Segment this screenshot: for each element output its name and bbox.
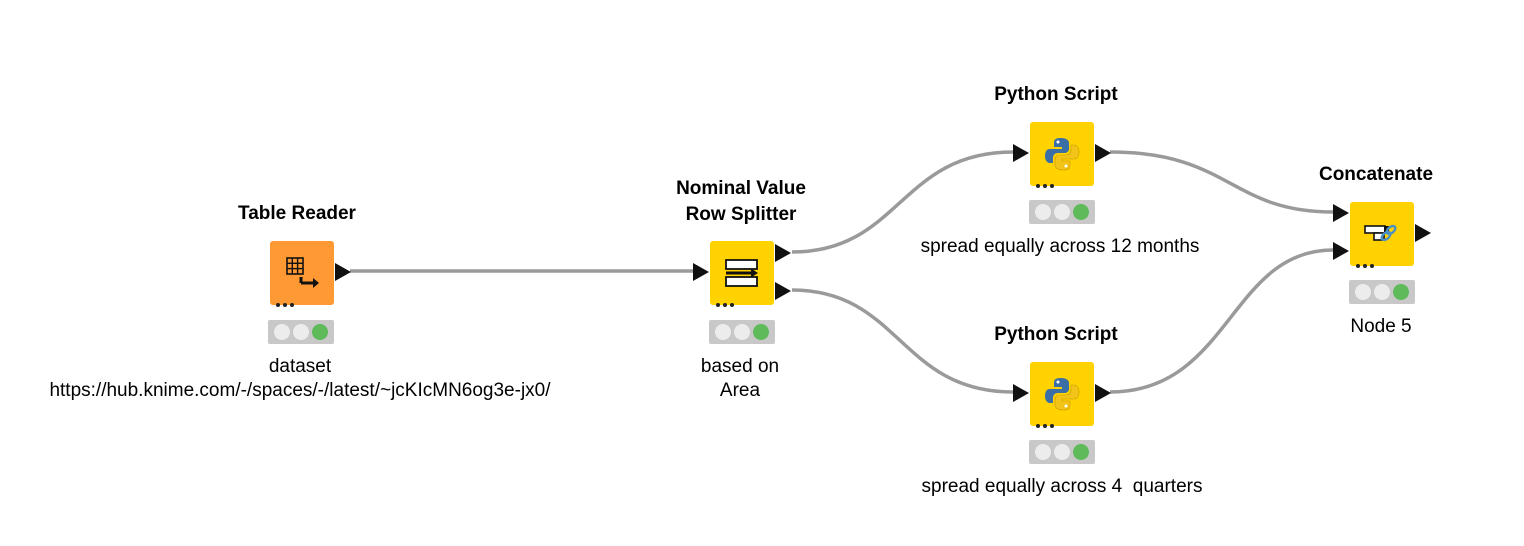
connection-python-2-to-concatenate[interactable]	[1109, 248, 1334, 394]
output-port-python-script-1[interactable]	[1095, 144, 1111, 162]
status-python-script-2	[1029, 440, 1095, 464]
node-label-python-script-2: spread equally across 4 quarters	[921, 476, 1203, 497]
input-port-concatenate-top[interactable]	[1333, 204, 1349, 222]
input-port-python-script-2[interactable]	[1013, 384, 1029, 402]
node-label-python-script-1: spread equally across 12 months	[920, 236, 1200, 257]
node-title-table-reader: Table Reader	[238, 203, 356, 224]
status-row-splitter	[709, 320, 775, 344]
node-title-python-script-1: Python Script	[994, 84, 1118, 105]
node-menu-dots[interactable]	[716, 294, 740, 307]
node-title-row-splitter: Nominal Value Row Splitter	[676, 178, 806, 225]
node-menu-dots[interactable]	[276, 294, 300, 307]
connection-python-1-to-concatenate[interactable]	[1109, 150, 1334, 214]
node-menu-dots[interactable]	[1036, 415, 1060, 428]
node-menu-dots[interactable]	[1356, 255, 1380, 268]
concatenate-icon	[1364, 224, 1397, 242]
output-port-table-reader[interactable]	[335, 263, 351, 281]
status-python-script-1	[1029, 200, 1095, 224]
connection-splitter-to-python-2[interactable]	[791, 288, 1014, 394]
python-icon	[1045, 138, 1080, 171]
node-label-row-splitter: based on Area	[700, 356, 780, 401]
node-python-script-1[interactable]	[1030, 122, 1094, 188]
node-label-table-reader: dataset https://hub.knime.com/-/spaces/-…	[49, 356, 551, 401]
node-concatenate[interactable]	[1350, 202, 1414, 268]
row-splitter-icon	[725, 259, 758, 287]
input-port-python-script-1[interactable]	[1013, 144, 1029, 162]
input-port-row-splitter[interactable]	[693, 263, 709, 281]
node-title-concatenate: Concatenate	[1318, 164, 1434, 185]
node-row-splitter[interactable]	[710, 241, 774, 307]
output-port-row-splitter-bottom[interactable]	[775, 282, 791, 300]
input-port-concatenate-bottom[interactable]	[1333, 242, 1349, 260]
node-table-reader[interactable]	[270, 241, 334, 307]
table-reader-icon	[286, 257, 319, 288]
output-port-concatenate[interactable]	[1415, 224, 1431, 242]
output-port-python-script-2[interactable]	[1095, 384, 1111, 402]
node-python-script-2[interactable]	[1030, 362, 1094, 428]
node-menu-dots[interactable]	[1036, 175, 1060, 188]
node-label-concatenate: Node 5	[1350, 316, 1412, 337]
status-table-reader	[268, 320, 334, 344]
output-port-row-splitter-top[interactable]	[775, 244, 791, 262]
connection-splitter-to-python-1[interactable]	[791, 150, 1014, 254]
node-title-python-script-2: Python Script	[994, 324, 1118, 345]
status-concatenate	[1349, 280, 1415, 304]
python-icon	[1045, 378, 1080, 411]
